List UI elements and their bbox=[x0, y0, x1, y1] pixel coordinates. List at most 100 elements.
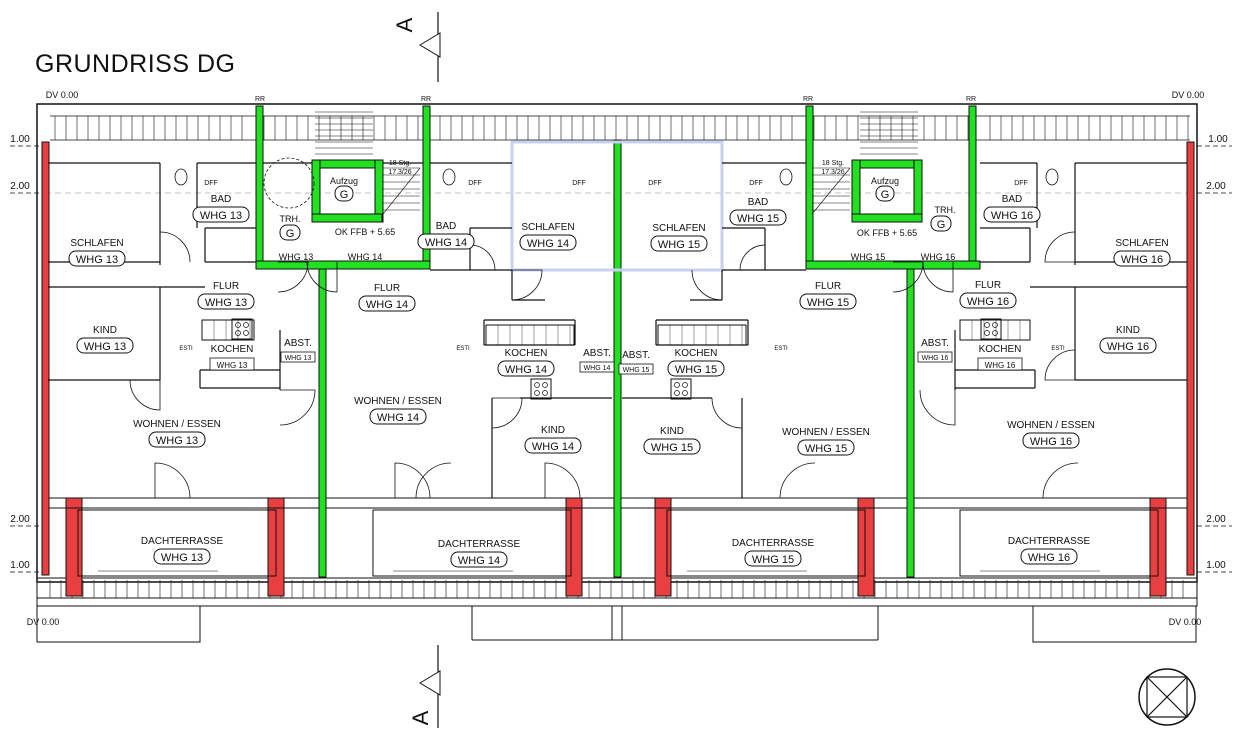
door-swing bbox=[1044, 231, 1076, 263]
room-tag-kochen-15-frame bbox=[667, 360, 725, 377]
room-tag-kind-15: WHG 15 bbox=[651, 442, 693, 454]
room-tag-flur-16-frame bbox=[959, 292, 1017, 309]
terrace-slab bbox=[77, 509, 277, 577]
room-tag-kind-14-frame bbox=[524, 437, 582, 454]
elevator-wall bbox=[913, 159, 923, 223]
stair-count: 18 Stg. bbox=[822, 160, 844, 167]
room-tag-schlafen-13: WHG 13 bbox=[76, 254, 118, 266]
elevator-wall bbox=[311, 159, 321, 223]
room-tag-wohnen-14: WHG 14 bbox=[377, 412, 419, 424]
room-tag-frame bbox=[280, 351, 316, 363]
door-swing bbox=[279, 389, 316, 426]
room-name-terrasse-15: DACHTERRASSE bbox=[732, 538, 815, 549]
north-arrow-circle bbox=[1138, 668, 1196, 726]
room-name-kind-15: KIND bbox=[660, 426, 684, 437]
room-name-kochen-13: KOCHEN bbox=[211, 344, 254, 355]
elevator-g: G bbox=[881, 189, 890, 201]
room-tag-kochen-14-frame bbox=[497, 360, 555, 377]
room-name-flur-15: FLUR bbox=[815, 281, 841, 292]
dff-label: DFF bbox=[572, 180, 586, 187]
room-tag-bad-16-frame bbox=[983, 206, 1041, 223]
green-shaft bbox=[805, 260, 981, 270]
level-two: 2.00 bbox=[1206, 181, 1226, 192]
room-name-terrasse-16: DACHTERRASSE bbox=[1008, 536, 1091, 547]
room-tag-frame bbox=[977, 357, 1023, 371]
stair-count: 18 Stg. bbox=[389, 160, 411, 167]
elevator-wall bbox=[311, 213, 383, 223]
room-tag-bad-14-frame bbox=[417, 233, 475, 250]
green-shaft bbox=[255, 105, 264, 267]
room-tag-flur-16: WHG 16 bbox=[967, 296, 1009, 308]
section-arrow bbox=[419, 32, 441, 58]
door-swing bbox=[394, 462, 431, 499]
terrace-slab bbox=[372, 509, 572, 577]
room-tag-kind-16-frame bbox=[1099, 337, 1157, 354]
toilet bbox=[174, 168, 188, 186]
room-name-schlafen-15: SCHLAFEN bbox=[652, 223, 705, 234]
green-shaft bbox=[613, 139, 622, 271]
elevation-label: OK FFB + 5.65 bbox=[857, 228, 917, 238]
door-swing bbox=[277, 261, 309, 293]
room-tag-terrasse-15: WHG 15 bbox=[752, 554, 794, 566]
stove-burner bbox=[674, 390, 680, 396]
door-swing bbox=[544, 462, 581, 499]
level-dv: DV 0.00 bbox=[46, 90, 79, 100]
elevator-g: G bbox=[340, 189, 349, 201]
room-tag-schlafen-14-frame bbox=[519, 234, 577, 251]
rr-label: RR bbox=[966, 96, 976, 103]
section-label-top: A bbox=[392, 17, 417, 32]
green-shaft bbox=[906, 264, 915, 578]
room-name-bad-16: BAD bbox=[1002, 194, 1023, 205]
elevator-label: Aufzug bbox=[330, 176, 358, 186]
room-tag-terrasse-13: WHG 13 bbox=[161, 552, 203, 564]
north-arrow-square bbox=[1146, 676, 1188, 718]
plinth-right bbox=[1032, 605, 1197, 643]
room-tag-terrasse-13-frame bbox=[153, 548, 211, 565]
room-tag-kind-13: WHG 13 bbox=[84, 341, 126, 353]
room-name-kind-14: KIND bbox=[541, 425, 565, 436]
stove-burner bbox=[243, 322, 249, 328]
room-name-terrasse-14: DACHTERRASSE bbox=[438, 539, 521, 550]
elevator-wall bbox=[851, 159, 923, 169]
room-name-schlafen-14: SCHLAFEN bbox=[521, 222, 574, 233]
green-shaft bbox=[318, 264, 327, 578]
section-label-bottom: A bbox=[408, 710, 433, 725]
dff-label: DFF bbox=[749, 180, 763, 187]
room-name-bad-15: BAD bbox=[748, 197, 769, 208]
section-arrow bbox=[419, 670, 441, 696]
room-tag-terrasse-16-frame bbox=[1020, 548, 1078, 565]
door-swing bbox=[691, 269, 723, 301]
door-swing bbox=[415, 462, 452, 499]
stove-burner bbox=[992, 322, 998, 328]
red-wall-left bbox=[41, 141, 50, 576]
room-tag-kind-16: WHG 16 bbox=[1107, 341, 1149, 353]
door-swing bbox=[919, 389, 956, 426]
stove-burner bbox=[542, 390, 548, 396]
room-tag-bad-16: WHG 16 bbox=[991, 210, 1033, 222]
esti-label: ESTI bbox=[1051, 346, 1065, 352]
room-tag-schlafen-14: WHG 14 bbox=[527, 238, 569, 250]
room-tag-frame bbox=[917, 351, 953, 363]
elevator-wall bbox=[851, 159, 861, 223]
core-apt-label: WHG 16 bbox=[921, 252, 956, 262]
room-name-bad-13: BAD bbox=[211, 194, 232, 205]
elevator-wall bbox=[851, 213, 923, 223]
wall-line bbox=[1146, 676, 1188, 718]
room-tag-wohnen-14-frame bbox=[369, 408, 427, 425]
green-shaft bbox=[255, 260, 431, 270]
level-two: 2.00 bbox=[10, 514, 30, 525]
door-swing bbox=[511, 269, 543, 301]
stair-g: G bbox=[937, 219, 946, 231]
level-one: 1.00 bbox=[1208, 134, 1228, 145]
room-name-kind-13: KIND bbox=[93, 325, 117, 336]
core-apt-label: WHG 15 bbox=[851, 252, 886, 262]
room-tag-schlafen-16: WHG 16 bbox=[1121, 254, 1163, 266]
rr-label: RR bbox=[803, 96, 813, 103]
room-name-abst-16: ABST. bbox=[921, 338, 949, 349]
room-tag-frame bbox=[579, 361, 615, 373]
room-tag-kochen-15: WHG 15 bbox=[675, 364, 717, 376]
stove-burner bbox=[534, 382, 540, 388]
stove-burner bbox=[534, 390, 540, 396]
stair-label: TRH. bbox=[280, 214, 301, 224]
room-name-schlafen-13: SCHLAFEN bbox=[70, 238, 123, 249]
